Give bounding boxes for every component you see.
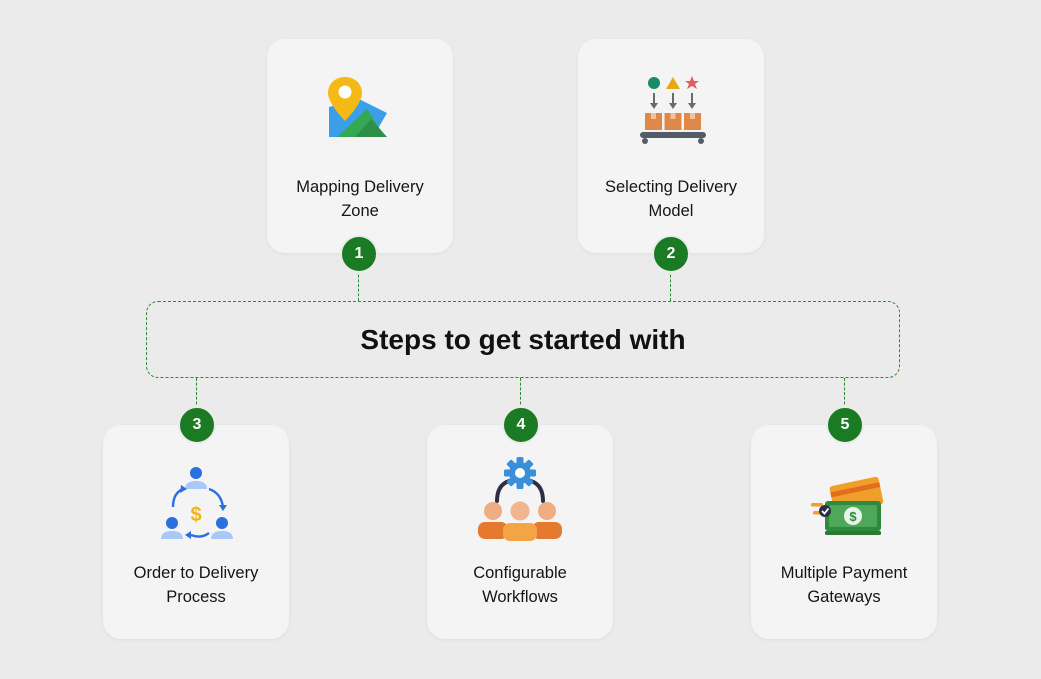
step-card-3: $ Order to Delivery Process	[103, 425, 289, 639]
step-card-5: $ Multiple Payment Gateways	[751, 425, 937, 639]
conveyor-sorting-icon	[626, 69, 716, 159]
step-label-3-line1: Order to Delivery	[133, 564, 259, 582]
step-label-1-line1: Mapping Delivery	[296, 178, 424, 196]
step-label-2-line2: Model	[648, 202, 694, 220]
step-card-1: Mapping Delivery Zone	[267, 39, 453, 253]
step-badge-2: 2	[652, 235, 690, 273]
svg-text:$: $	[849, 509, 857, 524]
step-badge-4: 4	[502, 406, 540, 444]
step-label-2-line1: Selecting Delivery	[604, 178, 738, 196]
step-badge-5: 5	[826, 406, 864, 444]
steps-connector-box	[146, 301, 900, 378]
step-label-5: Multiple Payment Gateways	[759, 561, 929, 609]
connector-line-4	[520, 378, 521, 409]
cash-card-icon: $	[799, 455, 889, 545]
step-label-3-line2: Process	[166, 588, 226, 606]
connector-line-2	[670, 270, 671, 301]
step-label-5-line1: Multiple Payment	[780, 564, 908, 582]
svg-text:$: $	[190, 504, 201, 526]
step-badge-1: 1	[340, 235, 378, 273]
step-label-1-line2: Zone	[341, 202, 379, 220]
step-label-5-line2: Gateways	[807, 588, 881, 606]
step-badge-3: 3	[178, 406, 216, 444]
team-gear-icon	[475, 455, 565, 545]
step-label-4-line2: Workflows	[482, 588, 558, 606]
step-card-2: Selecting Delivery Model	[578, 39, 764, 253]
step-label-3: Order to Delivery Process	[111, 561, 281, 609]
step-label-2: Selecting Delivery Model	[586, 175, 756, 223]
connector-line-5	[844, 378, 845, 409]
step-label-1: Mapping Delivery Zone	[275, 175, 445, 223]
payment-cycle-icon: $	[151, 455, 241, 545]
step-label-4: Configurable Workflows	[435, 561, 605, 609]
step-label-4-line1: Configurable	[473, 564, 567, 582]
map-pin-icon	[315, 69, 405, 159]
step-card-4: Configurable Workflows	[427, 425, 613, 639]
diagram-title: Steps to get started with	[360, 324, 686, 355]
connector-line-3	[196, 378, 197, 409]
connector-line-1	[358, 270, 359, 301]
